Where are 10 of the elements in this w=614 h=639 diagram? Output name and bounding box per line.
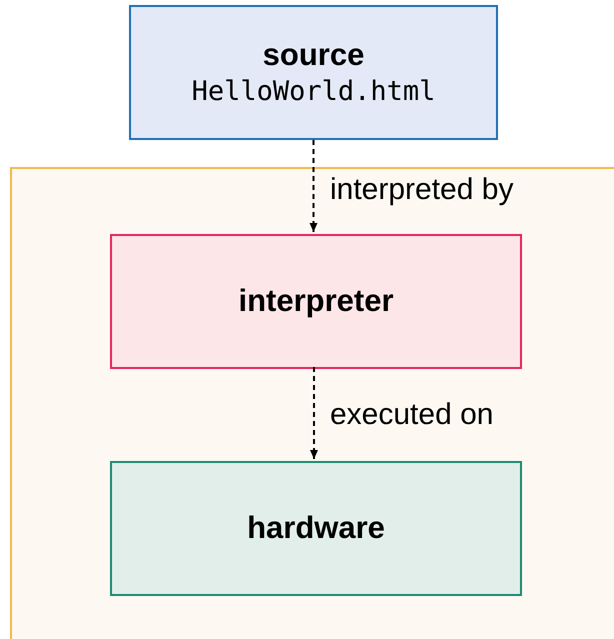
arrow [310,140,318,232]
group-panel [10,167,614,639]
file-name: HelloWorld.html [192,75,436,109]
arrow [310,367,318,459]
source-box [129,5,498,140]
node-title: hardware [247,509,385,548]
process-box [110,234,522,369]
node-title: interpreter [238,282,394,320]
node-title: source [262,36,364,74]
process-box [110,461,522,596]
